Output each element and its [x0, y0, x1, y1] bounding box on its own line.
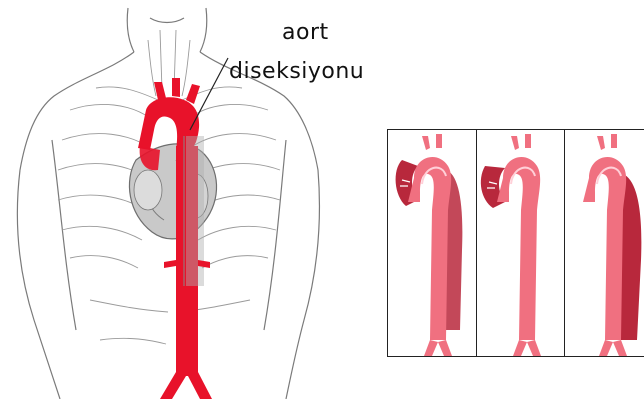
annotation-label-line1: aort	[282, 20, 329, 45]
aortic-dissection-type-b-descending-icon	[565, 130, 644, 356]
aortic-dissection-type-a-proximal-icon	[388, 130, 476, 356]
dissection-panel-2	[476, 129, 565, 357]
dissection-panel-1	[387, 129, 476, 357]
annotation-label-line2: diseksiyonu	[229, 59, 364, 84]
dissection-panel-3	[564, 129, 644, 357]
aortic-dissection-type-a-limited-icon	[477, 130, 565, 356]
